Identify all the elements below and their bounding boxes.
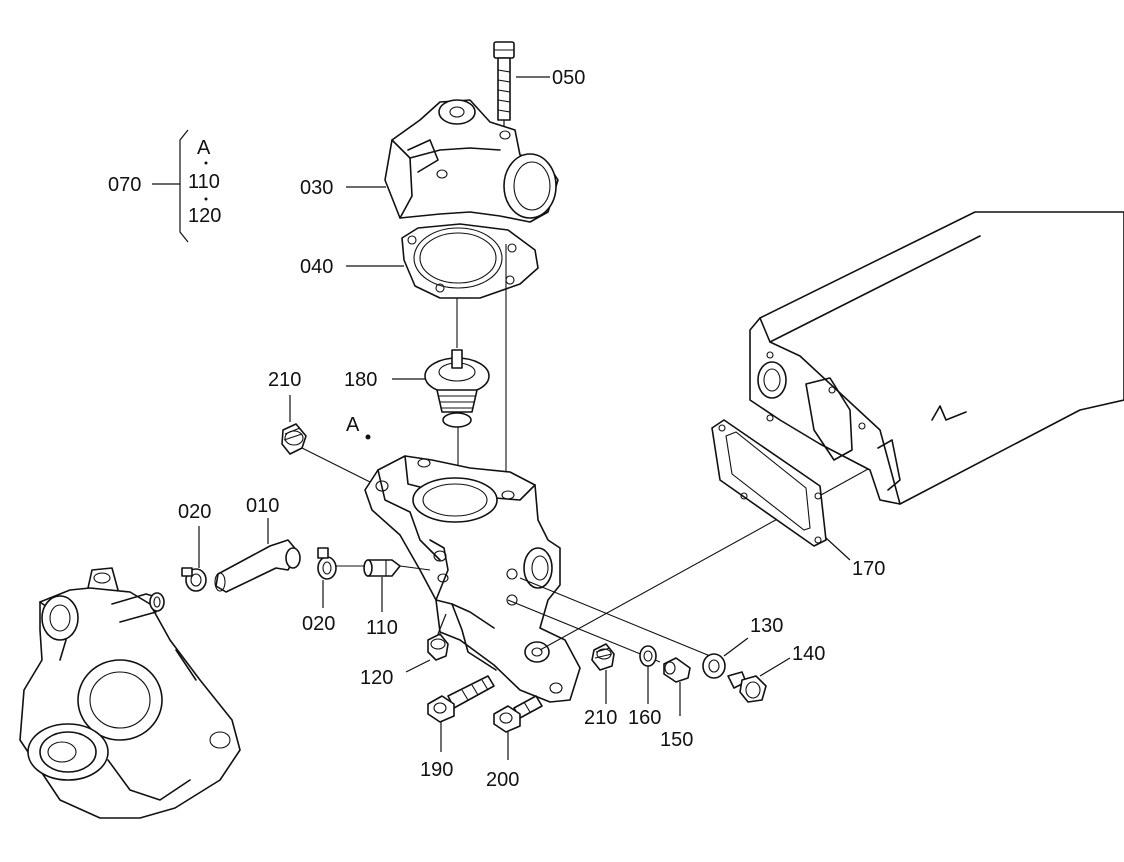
- kit-item-label: 110: [188, 171, 220, 193]
- callout-040: 040: [300, 256, 333, 278]
- callout-120: 120: [360, 667, 393, 689]
- bolt-140: [727, 671, 767, 703]
- washer-160: [639, 645, 657, 667]
- callout-020-upper: 020: [178, 501, 211, 523]
- callout-170: 170: [852, 558, 885, 580]
- kit-item-label: A: [197, 137, 211, 159]
- callout-130: 130: [750, 615, 783, 637]
- clamp-020-right: [317, 547, 337, 580]
- callout-150: 150: [660, 729, 693, 751]
- bolt-200: [493, 695, 543, 733]
- cylinder-head: [749, 211, 1124, 505]
- callout-180: 180: [344, 369, 377, 391]
- callout-160: 160: [628, 707, 661, 729]
- water-pump: [19, 567, 241, 819]
- clamp-020-left: [181, 567, 207, 592]
- callout-200: 200: [486, 769, 519, 791]
- callout-140: 140: [792, 643, 825, 665]
- callout-190: 190: [420, 759, 453, 781]
- kit-code-label: 070: [108, 174, 141, 196]
- callout-A: A: [346, 414, 360, 436]
- callout-210-upper: 210: [268, 369, 301, 391]
- hose-010: [214, 539, 301, 593]
- washer-130: [702, 653, 726, 679]
- callout-210-lower: 210: [584, 707, 617, 729]
- thermostat-cover-030: [384, 99, 559, 223]
- callout-110: 110: [366, 617, 398, 639]
- callout-020-lower: 020: [302, 613, 335, 635]
- thermostat-180: [424, 349, 490, 428]
- plug-210-lower: [591, 643, 615, 671]
- kit-item-label: 120: [188, 205, 221, 227]
- thermostat-housing: [364, 455, 581, 703]
- plug-210-upper: [281, 423, 307, 455]
- callout-030: 030: [300, 177, 333, 199]
- callout-010: 010: [246, 495, 279, 517]
- kit-legend: 070 A 110 120: [108, 129, 221, 243]
- pipe-110: [363, 559, 431, 577]
- plug-150: [663, 657, 691, 683]
- bolt-190: [427, 675, 495, 723]
- callout-050: 050: [552, 67, 585, 89]
- gasket-040: [401, 223, 539, 299]
- plug-120: [427, 613, 449, 661]
- gasket-170: [711, 419, 827, 547]
- bolt-050: [493, 41, 515, 135]
